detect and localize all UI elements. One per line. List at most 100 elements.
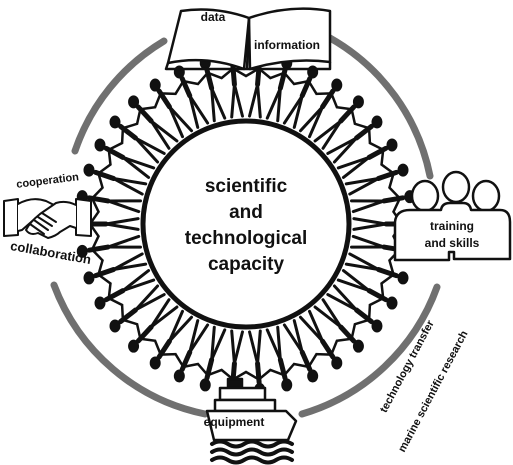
outer-ring bbox=[50, 34, 441, 418]
linked-arms bbox=[207, 368, 234, 381]
linked-arms bbox=[258, 67, 285, 80]
person-leg bbox=[232, 82, 244, 118]
person-leg bbox=[344, 177, 380, 186]
ship-funnel bbox=[226, 377, 244, 390]
center-line-4: capacity bbox=[208, 254, 284, 275]
marine-research-label: marine scientific research bbox=[396, 329, 470, 455]
linked-arms bbox=[283, 362, 309, 377]
person-head bbox=[281, 378, 293, 392]
left-cuff bbox=[3, 198, 19, 237]
person-head-middle bbox=[441, 170, 471, 204]
person-head bbox=[397, 271, 409, 285]
linked-arms bbox=[232, 67, 260, 78]
linked-arms bbox=[91, 173, 104, 200]
linked-arms bbox=[367, 128, 384, 151]
person-leg bbox=[321, 298, 343, 329]
person-leg bbox=[106, 234, 141, 249]
person-leg bbox=[149, 119, 171, 150]
handshake-top-text: cooperation bbox=[16, 171, 80, 191]
person-leg bbox=[188, 319, 200, 354]
person-leg bbox=[134, 284, 160, 312]
linked-arms bbox=[367, 297, 384, 320]
person-leg bbox=[348, 252, 380, 271]
person-head bbox=[149, 356, 161, 370]
book-base bbox=[164, 62, 332, 71]
linked-arms bbox=[388, 173, 401, 200]
person-leg bbox=[112, 262, 148, 271]
person-leg bbox=[112, 177, 148, 186]
person-body bbox=[93, 169, 117, 182]
person-leg bbox=[188, 94, 210, 125]
ring-arc-top-right bbox=[326, 34, 434, 180]
ship-cabin-top bbox=[218, 386, 267, 402]
person-head-left bbox=[410, 179, 440, 213]
person-leg bbox=[149, 298, 171, 329]
person-leg bbox=[112, 252, 144, 271]
person-leg bbox=[276, 325, 282, 362]
person-leg bbox=[326, 293, 358, 312]
person-head bbox=[331, 78, 343, 92]
linked-arms bbox=[108, 297, 125, 320]
person-leg bbox=[341, 155, 371, 179]
person-head bbox=[397, 163, 409, 177]
person-leg bbox=[167, 315, 194, 343]
person-leg bbox=[230, 329, 236, 366]
person-head bbox=[371, 319, 383, 333]
people-bodies bbox=[393, 201, 512, 262]
person-leg bbox=[292, 319, 304, 354]
linked-arms bbox=[232, 370, 260, 381]
linked-arms bbox=[122, 108, 142, 130]
linked-arms bbox=[330, 337, 352, 356]
person-leg bbox=[134, 136, 160, 164]
person-head bbox=[352, 95, 364, 109]
linked-arms bbox=[97, 273, 112, 299]
person-head bbox=[128, 339, 140, 353]
person-leg bbox=[188, 94, 200, 129]
person-leg bbox=[256, 82, 262, 119]
linked-arms bbox=[350, 108, 370, 130]
person-leg bbox=[265, 86, 282, 120]
ship-icon bbox=[205, 377, 298, 442]
person-head bbox=[307, 369, 319, 383]
linked-arms bbox=[140, 92, 162, 111]
linked-arms bbox=[91, 248, 104, 275]
person-head bbox=[199, 378, 211, 392]
person-leg bbox=[276, 86, 282, 123]
person-leg bbox=[308, 309, 325, 343]
person-body bbox=[375, 266, 399, 279]
person-head bbox=[352, 339, 364, 353]
person-leg bbox=[121, 155, 151, 179]
person-leg bbox=[332, 136, 358, 164]
fingers bbox=[29, 212, 57, 235]
person-leg bbox=[308, 105, 325, 139]
person-head bbox=[83, 163, 95, 177]
person-leg bbox=[210, 86, 216, 123]
linked-arms bbox=[140, 337, 162, 356]
linked-arms bbox=[108, 128, 125, 151]
person-head bbox=[128, 95, 140, 109]
ring-arc-bottom-right bbox=[298, 283, 441, 418]
center-line-3: technological bbox=[185, 228, 307, 249]
person-leg bbox=[230, 82, 236, 119]
ship-hull bbox=[205, 409, 298, 442]
people-icon bbox=[393, 170, 512, 262]
linked-arms bbox=[330, 92, 352, 111]
book-right-text: information bbox=[254, 38, 320, 52]
person-leg bbox=[210, 86, 227, 120]
person-leg bbox=[106, 199, 141, 214]
book-spine bbox=[245, 17, 251, 70]
center-line-2: and bbox=[229, 202, 263, 223]
person-head bbox=[109, 115, 121, 129]
person-leg bbox=[336, 155, 371, 170]
person-leg bbox=[121, 155, 156, 170]
person-leg bbox=[298, 315, 325, 343]
person-head bbox=[94, 296, 106, 310]
person-leg bbox=[265, 328, 282, 362]
center-circle bbox=[140, 118, 352, 330]
person-leg bbox=[149, 119, 179, 143]
person-head-right bbox=[471, 179, 501, 213]
person-body bbox=[277, 67, 288, 91]
person-leg bbox=[121, 278, 156, 293]
person-head bbox=[386, 138, 398, 152]
